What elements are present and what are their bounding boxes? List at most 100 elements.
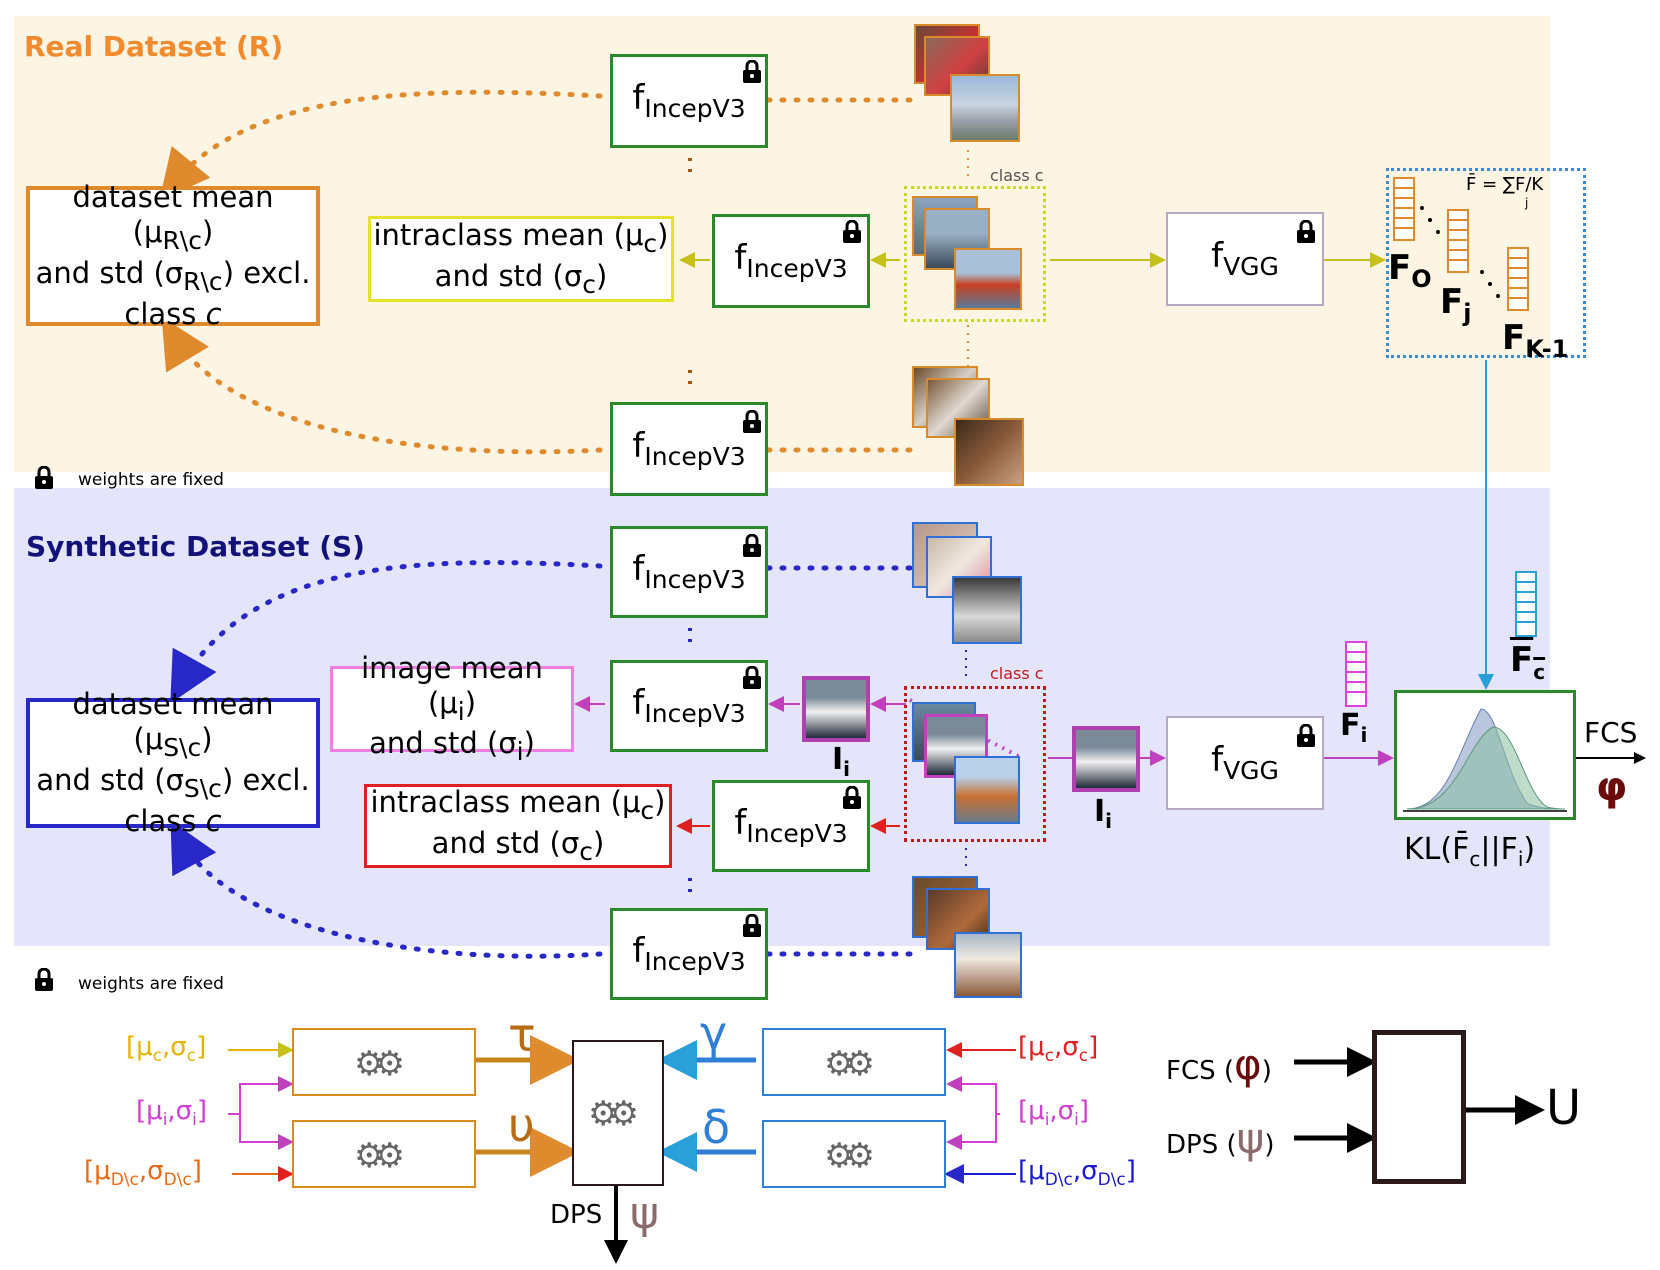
- real-dataset-line1b: ): [201, 215, 214, 250]
- synth-dataset-line3-italic: c: [205, 803, 222, 838]
- real-class-label: class c: [990, 166, 1044, 185]
- ri2-c: ]: [1125, 1156, 1136, 1186]
- lock-icon: [34, 967, 54, 992]
- ri0-b: ,σ: [1054, 1032, 1079, 1062]
- output-U-label: U: [1546, 1080, 1582, 1136]
- f-sub: IncepV3: [644, 441, 746, 471]
- li2-s2: D\c: [163, 1170, 192, 1191]
- synth-dataset-line1b: ): [201, 722, 213, 757]
- synth-thumb-dog-3: [954, 932, 1022, 998]
- feature-average-box: [1386, 168, 1586, 358]
- synth-image-line1b: ): [464, 685, 477, 720]
- gamma-symbol: γ: [700, 1006, 728, 1060]
- synth-inception-image: fIncepV3: [610, 660, 768, 752]
- real-thumb-dog-3: [954, 418, 1024, 486]
- synth-intraclass-sub1: c: [640, 796, 655, 825]
- left-input-image: [μi,σi]: [136, 1096, 207, 1130]
- kl-part3: ): [1523, 832, 1536, 867]
- fcs-output-label: FCS: [1584, 716, 1638, 749]
- Fi-vector: [1345, 641, 1367, 707]
- feature-FK-sub: K-1: [1525, 334, 1569, 363]
- synth-inception-bottom: fIncepV3: [610, 908, 768, 1000]
- li2-c: ]: [191, 1156, 202, 1186]
- synth-inception-class: fIncepV3: [712, 780, 870, 872]
- gears-icon: ⚙⚙: [354, 1044, 405, 1084]
- gears-icon: ⚙⚙: [588, 1094, 639, 1134]
- real-intraclass-line2b: ): [596, 259, 608, 293]
- real-class-c-box: [904, 186, 1046, 322]
- vgg-sub: VGG: [1223, 755, 1279, 785]
- real-dataset-line2b: ) excl.: [222, 256, 311, 290]
- Fc-sub: c: [1533, 659, 1546, 684]
- real-dataset-title: Real Dataset (R): [24, 30, 284, 63]
- Ii-main: I: [1094, 794, 1106, 829]
- f-sub: IncepV3: [746, 253, 848, 283]
- real-dataset-line2: and std (σ: [35, 256, 184, 290]
- right-input-dataset: [μD\c,σD\c]: [1018, 1156, 1136, 1190]
- li2-s1: D\c: [110, 1170, 139, 1191]
- f-label: f: [734, 238, 747, 279]
- synth-dataset-line2b: ) excl.: [221, 763, 310, 797]
- synthetic-dataset-title: Synthetic Dataset (S): [26, 530, 365, 563]
- Fc-vector: [1515, 571, 1537, 637]
- real-dataset-line1: dataset mean (μ: [72, 180, 274, 250]
- fcs-in-text: FCS (: [1166, 1056, 1235, 1086]
- synthetic-dataset-stats-box: dataset mean (μS\c) and std (σS\c) excl.…: [26, 687, 320, 838]
- Fi-main: F: [1340, 708, 1361, 743]
- dps-combiner-box: ⚙⚙: [572, 1040, 664, 1186]
- formula-subscript: j: [1525, 196, 1529, 210]
- real-dataset-sub2: R\c: [183, 266, 223, 296]
- feature-FK-1: FK-1: [1502, 318, 1568, 363]
- li0-a: [μ: [126, 1032, 153, 1062]
- left-input-intraclass: [μc,σc]: [126, 1032, 206, 1066]
- Ii-sub: i: [1105, 809, 1113, 833]
- ri1-a: [μ: [1018, 1096, 1045, 1126]
- f-sub: IncepV3: [644, 946, 746, 976]
- lock-icon: [742, 409, 762, 438]
- li0-s1: c: [152, 1046, 163, 1067]
- left-processor-bottom: ⚙⚙: [292, 1120, 476, 1188]
- kl-sub2: i: [1517, 847, 1524, 871]
- fcs-close: ): [1261, 1056, 1272, 1086]
- f-sub: IncepV3: [746, 818, 848, 848]
- feature-Fj-main: F: [1440, 282, 1464, 322]
- right-processor-bottom: ⚙⚙: [762, 1120, 946, 1188]
- synth-intraclass-sub2: c: [579, 836, 593, 866]
- kl-part2: ||F: [1480, 832, 1518, 867]
- li1-s2: i: [192, 1110, 197, 1131]
- dps-label: DPS: [550, 1200, 603, 1230]
- li1-c: ]: [196, 1096, 208, 1126]
- ri1-s2: i: [1074, 1110, 1079, 1131]
- ri2-b: ,σ: [1072, 1156, 1098, 1186]
- real-intraclass-box: intraclass mean (μc) and std (σc): [368, 216, 674, 302]
- lock-icon: [742, 59, 762, 88]
- f-label: f: [632, 78, 645, 119]
- f-sub: IncepV3: [644, 698, 746, 728]
- synth-image-sub1: i: [457, 696, 465, 726]
- Fi-sub: i: [1360, 723, 1368, 747]
- synthetic-intraclass-box: intraclass mean (μc) and std (σc): [364, 784, 672, 868]
- li1-s1: i: [162, 1110, 168, 1131]
- formula-text: F̄ = ∑F/K: [1466, 174, 1544, 195]
- f-sub: IncepV3: [644, 564, 746, 594]
- synth-intraclass-line2: and std (σ: [431, 826, 580, 860]
- real-intraclass-line2: and std (σ: [434, 259, 583, 293]
- synth-Ii-left-label: Ii: [832, 742, 850, 781]
- feature-F0-sub: O: [1411, 264, 1432, 293]
- dps-psi: ψ: [1236, 1114, 1265, 1163]
- li0-b: ,σ: [162, 1032, 187, 1062]
- synth-dataset-sub1: S\c: [163, 733, 202, 762]
- vgg-label: f: [1211, 740, 1224, 781]
- f-label: f: [632, 683, 645, 724]
- Fc-label: Fc: [1510, 640, 1545, 684]
- li0-c: ]: [196, 1032, 207, 1062]
- synth-class-c-box: [904, 686, 1046, 842]
- synth-image-line2b: ): [523, 726, 535, 761]
- li0-s2: c: [186, 1046, 197, 1067]
- ri0-a: [μ: [1018, 1032, 1045, 1062]
- synth-Ii-right-label: Ii: [1094, 794, 1112, 833]
- final-combiner-box: [1372, 1030, 1466, 1184]
- gears-icon: ⚙⚙: [354, 1136, 405, 1176]
- dps-close: ): [1264, 1130, 1275, 1160]
